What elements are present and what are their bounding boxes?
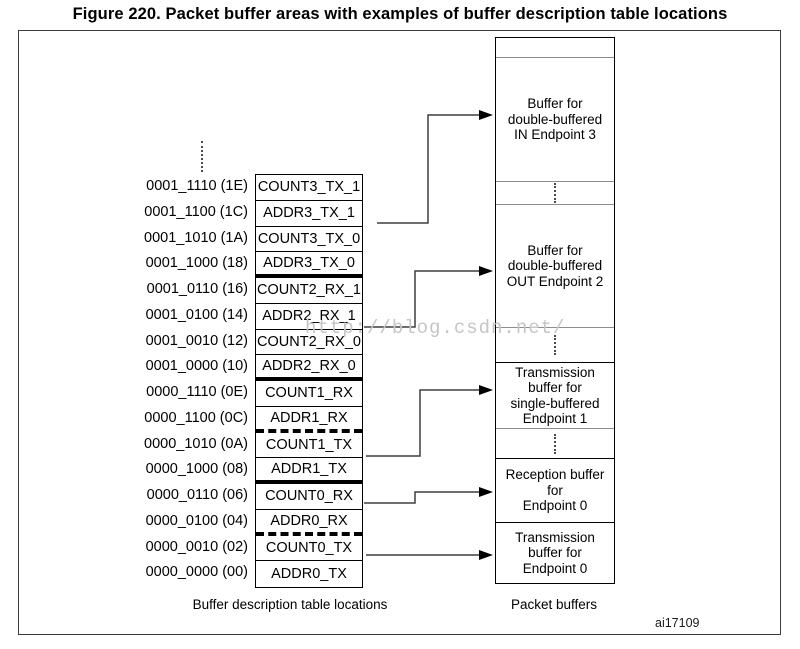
address-label: 0001_1010 (1A) — [144, 229, 248, 246]
ellipsis-icon — [554, 183, 556, 203]
buffer-cell-tx-endpoint1: Transmission buffer for single-buffered … — [496, 362, 614, 428]
buffer-gap-cell — [496, 181, 614, 204]
address-label: 0001_1100 (1C) — [144, 203, 248, 220]
buffer-cell-tx-endpoint0: Transmission buffer for Endpoint 0 — [496, 522, 614, 583]
address-label: 0000_1100 (0C) — [144, 409, 248, 426]
table-row: ADDR3_TX_0 — [256, 252, 362, 278]
ellipsis-icon — [554, 335, 556, 355]
address-label: 0000_1110 (0E) — [146, 384, 248, 400]
address-label: 0000_0100 (04) — [145, 512, 248, 529]
buffer-cell-out-endpoint2: Buffer for double-buffered OUT Endpoint … — [496, 204, 614, 327]
table-row: COUNT2_RX_0 — [256, 329, 362, 356]
figure-reference-id: ai17109 — [655, 616, 700, 630]
bdt-caption: Buffer description table locations — [192, 597, 388, 612]
packet-buffer-column: Buffer for double-buffered IN Endpoint 3… — [495, 37, 615, 584]
table-row: ADDR2_RX_0 — [256, 355, 362, 381]
table-row: COUNT1_TX — [256, 432, 362, 459]
packet-buffers-caption: Packet buffers — [510, 597, 598, 612]
table-row: ADDR2_RX_1 — [256, 303, 362, 330]
buffer-gap-cell — [496, 428, 614, 458]
table-row: ADDR1_RX — [256, 406, 362, 433]
table-row: ADDR0_RX — [256, 509, 362, 536]
buffer-label: Transmission buffer for Endpoint 0 — [515, 529, 595, 576]
address-label: 0000_1010 (0A) — [144, 435, 248, 452]
buffer-cell-empty — [496, 38, 614, 57]
table-row: COUNT1_RX — [256, 381, 362, 407]
buffer-label: Buffer for double-buffered OUT Endpoint … — [506, 242, 604, 289]
address-label: 0000_0110 (06) — [146, 487, 248, 503]
buffer-gap-cell — [496, 327, 614, 362]
address-label: 0001_1000 (18) — [145, 255, 248, 272]
buffer-label: Reception buffer for Endpoint 0 — [505, 467, 605, 514]
address-column: 0001_1110 (1E) 0001_1100 (1C) 0001_1010 … — [30, 174, 248, 586]
buffer-label: Transmission buffer for single-buffered … — [510, 364, 600, 427]
address-label: 0001_0000 (10) — [145, 358, 248, 375]
address-label: 0001_1110 (1E) — [146, 178, 248, 194]
ellipsis-icon — [554, 433, 556, 454]
table-row: COUNT0_TX — [256, 535, 362, 562]
address-label: 0000_0010 (02) — [145, 538, 248, 555]
address-label: 0001_0010 (12) — [145, 332, 248, 349]
buffer-cell-in-endpoint3: Buffer for double-buffered IN Endpoint 3 — [496, 57, 614, 181]
table-row: ADDR3_TX_1 — [256, 200, 362, 227]
address-label: 0000_1000 (08) — [145, 461, 248, 478]
address-label: 0001_0100 (14) — [145, 306, 248, 323]
table-row: ADDR0_TX — [256, 561, 362, 587]
figure-title: Figure 220. Packet buffer areas with exa… — [72, 5, 728, 23]
table-row: COUNT2_RX_1 — [256, 278, 362, 304]
table-row: COUNT0_RX — [256, 484, 362, 510]
buffer-cell-rx-endpoint0: Reception buffer for Endpoint 0 — [496, 458, 614, 522]
table-row: COUNT3_TX_0 — [256, 226, 362, 253]
ellipsis-above-table-icon — [201, 141, 203, 172]
address-label: 0000_0000 (00) — [145, 564, 248, 581]
buffer-description-table: COUNT3_TX_1 ADDR3_TX_1 COUNT3_TX_0 ADDR3… — [255, 174, 363, 588]
table-row: COUNT3_TX_1 — [256, 175, 362, 201]
address-label: 0001_0110 (16) — [146, 281, 248, 297]
buffer-label: Buffer for double-buffered IN Endpoint 3 — [507, 96, 603, 143]
table-row: ADDR1_TX — [256, 458, 362, 484]
